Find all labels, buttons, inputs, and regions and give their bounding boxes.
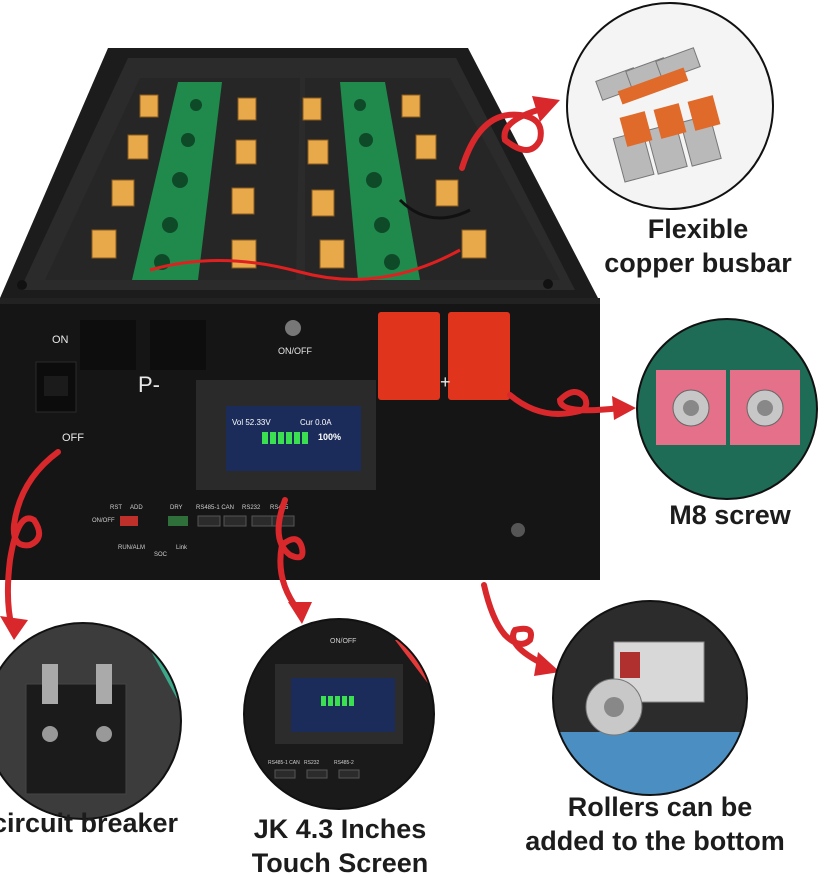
- caption-busbar-line1: Flexible: [647, 214, 749, 244]
- inset-rollers: [552, 600, 748, 796]
- caption-busbar-line2: copper busbar: [604, 248, 792, 278]
- caption-screen-line2: Touch Screen: [251, 848, 429, 878]
- indicator-label-link: Link: [176, 545, 188, 551]
- negative-terminal-label: P-: [138, 372, 160, 397]
- lcd-current: Cur 0.0A: [300, 418, 332, 427]
- breaker-illustration: [25, 624, 180, 795]
- caption-rollers-line2: added to the bottom: [525, 826, 785, 856]
- indicator-label-soc: SOC: [154, 552, 168, 558]
- inset-breaker: [0, 622, 182, 820]
- rollers-illustration: [554, 641, 746, 794]
- port-label-rs485: RS485: [270, 505, 289, 511]
- inset-port-rs232: RS232: [304, 760, 320, 766]
- caption-screw: M8 screw: [669, 500, 791, 530]
- lcd-soc: 100%: [318, 432, 342, 442]
- inset-onoff-label: ON/OFF: [330, 638, 357, 645]
- inset-screw: [636, 318, 818, 500]
- indicator-label-run-alm: RUN/ALM: [118, 545, 146, 551]
- port-label-rs232: RS232: [242, 505, 261, 511]
- indicator-label-onoff: ON/OFF: [92, 518, 115, 524]
- positive-terminal-label: +: [440, 372, 451, 392]
- screw-illustration: [656, 370, 800, 445]
- battery-box: [0, 40, 610, 585]
- inset-busbar: [566, 2, 774, 210]
- inset-port-rs485-can: RS485-1 CAN: [268, 760, 300, 766]
- inset-touch-screen: [243, 618, 435, 810]
- battery-box-illustration: [0, 48, 600, 580]
- port-label-dry: DRY: [170, 505, 183, 511]
- switch-on-label: ON: [52, 334, 69, 346]
- onoff-label: ON/OFF: [278, 346, 312, 356]
- caption-breaker: circuit breaker: [0, 808, 179, 838]
- positive-terminal-left: [378, 312, 440, 400]
- touch-screen-illustration: [274, 640, 433, 779]
- busbar-illustration: [595, 47, 722, 183]
- caption-rollers-line1: Rollers can be: [567, 792, 753, 822]
- caption-screen-line1: JK 4.3 Inches: [253, 814, 427, 844]
- port-label-add: ADD: [130, 505, 143, 511]
- positive-terminal-right: [448, 312, 510, 400]
- inset-port-rs485-2: RS485-2: [334, 760, 354, 766]
- switch-off-label: OFF: [62, 432, 84, 444]
- port-label-rs485-can: RS485-1 CAN: [196, 505, 235, 511]
- lcd-voltage: Vol 52.33V: [232, 418, 271, 427]
- port-label-rst: RST: [110, 505, 122, 511]
